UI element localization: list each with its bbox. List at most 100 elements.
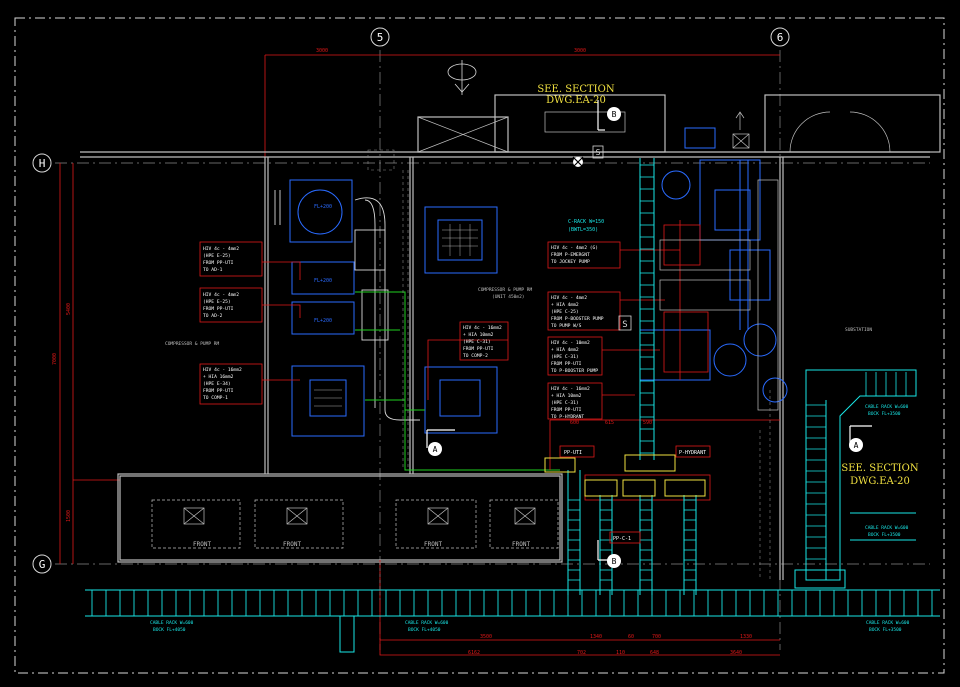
dim-mid-0: 600	[570, 420, 579, 426]
see-section-right-l2: DWG.EA-20	[850, 476, 910, 487]
pump-tag: C-RACK W=150	[568, 219, 604, 225]
dim-b2-0: 6162	[468, 650, 480, 656]
pump-equipment	[639, 127, 788, 403]
cable-note-2-l3: FROM PP-UTI	[203, 306, 234, 312]
substation-rungs	[806, 372, 907, 571]
front-label-4: FRONT	[512, 541, 530, 548]
dim-b1-4: 1330	[740, 634, 752, 640]
generator-blocks	[151, 499, 559, 549]
cable-note-8-l1: HIV 4c - 16mm2	[551, 386, 590, 392]
generator-icons	[183, 507, 536, 525]
dim-top-left: 3000	[316, 48, 328, 54]
room-label-compressor-mid-sub: (UNIT 450m2)	[492, 294, 525, 300]
cable-note-8-l2: + HIA 10mm2	[551, 393, 582, 399]
rack-label-left-1: CABLE RACK W=600	[150, 620, 194, 626]
cable-note-8-l4: FROM PP-UTI	[551, 407, 582, 413]
s-marker-2-label: S	[622, 320, 627, 330]
dim-b2-2: 110	[616, 650, 625, 656]
cable-note-7-l2: + HIA 4mm2	[551, 347, 579, 353]
structure-dashed	[367, 149, 771, 600]
cable-note-6-l4: FROM P-BOOSTER PUMP	[551, 316, 604, 322]
dim-b1-0: 3500	[480, 634, 492, 640]
s-marker-2: S	[618, 315, 632, 331]
cable-note-4: HIV 4c - 16mm2 + HIA 10mm2 (HPE C-31) FR…	[463, 325, 502, 359]
front-label-3: FRONT	[424, 541, 442, 548]
doors	[417, 111, 891, 153]
cable-note-3-l2: + HIA 16mm2	[203, 374, 234, 380]
rack-label-right-1: CABLE RACK W=600	[866, 620, 910, 626]
cable-note-4-l1: HIV 4c - 16mm2	[463, 325, 502, 331]
cable-note-8: HIV 4c - 16mm2 + HIA 10mm2 (HPE C-31) FR…	[551, 386, 590, 420]
building-walls	[80, 94, 941, 580]
rack-label-sub-3: CABLE RACK W=600	[865, 525, 909, 531]
dim-b1-3: 700	[652, 634, 661, 640]
dim-b1-2: 60	[628, 634, 634, 640]
cable-note-6-l1: HIV 4c - 4mm2	[551, 295, 587, 301]
cable-rack-rungs	[91, 590, 933, 616]
room-label-compressor-mid: COMPRESSOR & PUMP RM	[478, 287, 532, 293]
cable-note-2-l1: HIV 4c - 4mm2	[203, 292, 239, 298]
panel-tags	[559, 445, 711, 544]
cable-note-6-l3: (HPE C-25)	[551, 309, 579, 315]
grid-label-6: 6	[777, 31, 784, 44]
fl-label-mid1: FL+200	[314, 278, 332, 284]
fan-icon	[447, 60, 477, 95]
cable-note-2-l4: TO AD-2	[203, 313, 223, 319]
electrical-panels	[544, 454, 706, 497]
cable-note-7-l3: (HPE C-31)	[551, 354, 579, 360]
cable-note-5-l2: FROM P-EMERGNT	[551, 252, 590, 258]
grid-bubble-5: 5	[370, 27, 390, 47]
left-dimension: 7000 5400 1500	[52, 163, 120, 564]
panel-label-pp-c1: PP-C-1	[613, 536, 631, 542]
compressor-grid	[314, 224, 478, 407]
cable-note-5-l3: TO JOCKEY PUMP	[551, 259, 590, 265]
fl-label-mid2: FL+200	[314, 318, 332, 324]
compressor-equipment	[289, 179, 498, 437]
rack-label-mid-1: CABLE RACK W=600	[405, 620, 449, 626]
cable-note-1-l3: FROM PP-UTI	[203, 260, 234, 266]
s-marker-1: S	[592, 145, 604, 159]
dim-top-right: 3000	[574, 48, 586, 54]
bottom-dims-row1: 3500 1340 60 700 1330	[480, 634, 752, 640]
grid-label-5: 5	[377, 31, 384, 44]
cable-note-5: HIV 4c - 4mm2 (G) FROM P-EMERGNT TO JOCK…	[551, 245, 598, 265]
section-marker-a-right: A	[854, 441, 859, 450]
cable-note-3-l5: TO COMP-1	[203, 395, 228, 401]
pump-tag-2: (BWTL=350)	[568, 227, 598, 233]
front-label-2: FRONT	[283, 541, 301, 548]
dim-b2-3: 648	[650, 650, 659, 656]
see-section-top-l1: SEE. SECTION	[537, 84, 614, 95]
grid-bubble-6: 6	[770, 27, 790, 47]
cable-note-3-l1: HIV 4c - 16mm2	[203, 367, 242, 373]
cable-note-2-l2: (HPE E-25)	[203, 299, 231, 305]
rack-label-sub-4: BOCK FL+3500	[868, 532, 901, 538]
cable-note-4-l4: FROM PP-UTI	[463, 346, 494, 352]
panel-label-pp-uti: PP-UTI	[564, 450, 582, 456]
cable-note-8-l5: TO P-HYDRANT	[551, 414, 584, 420]
dim-b2-4: 3640	[730, 650, 742, 656]
cable-note-6-l5: TO PUMP W/S	[551, 323, 582, 329]
section-marker-a-left-label: A	[433, 445, 438, 454]
cable-note-3: HIV 4c - 16mm2 + HIA 16mm2 (HPE E-34) FR…	[203, 367, 242, 401]
see-section-top: SEE. SECTION DWG.EA-20 B	[537, 84, 621, 131]
drawing-frame	[14, 17, 945, 674]
cable-note-7: HIV 4c - 10mm2 + HIA 4mm2 (HPE C-31) FRO…	[551, 340, 598, 374]
red-leaders	[262, 249, 780, 656]
grid-label-G: G	[39, 558, 46, 571]
pump-grey-detail	[659, 111, 779, 411]
dim-mid-2: 590	[643, 420, 652, 426]
cable-note-6: HIV 4c - 4mm2 + HIA 4mm2 (HPE C-25) FROM…	[551, 295, 604, 329]
grid-bubble-G: G	[32, 554, 52, 574]
s-marker-1-label: S	[596, 148, 601, 157]
rack-label-right-2: BOCK FL+3500	[869, 627, 902, 633]
fl-label-top: FL+200	[314, 204, 332, 210]
cable-note-3-l4: FROM PP-UTI	[203, 388, 234, 394]
cable-note-2: HIV 4c - 4mm2 (HPE E-25) FROM PP-UTI TO …	[203, 292, 239, 319]
dim-b1-1: 1340	[590, 634, 602, 640]
cable-note-6-l2: + HIA 4mm2	[551, 302, 579, 308]
cable-note-1-l4: TO AD-1	[203, 267, 223, 273]
rack-label-sub-2: BOCK FL+3500	[868, 411, 901, 417]
cable-note-3-l3: (HPE E-34)	[203, 381, 231, 387]
